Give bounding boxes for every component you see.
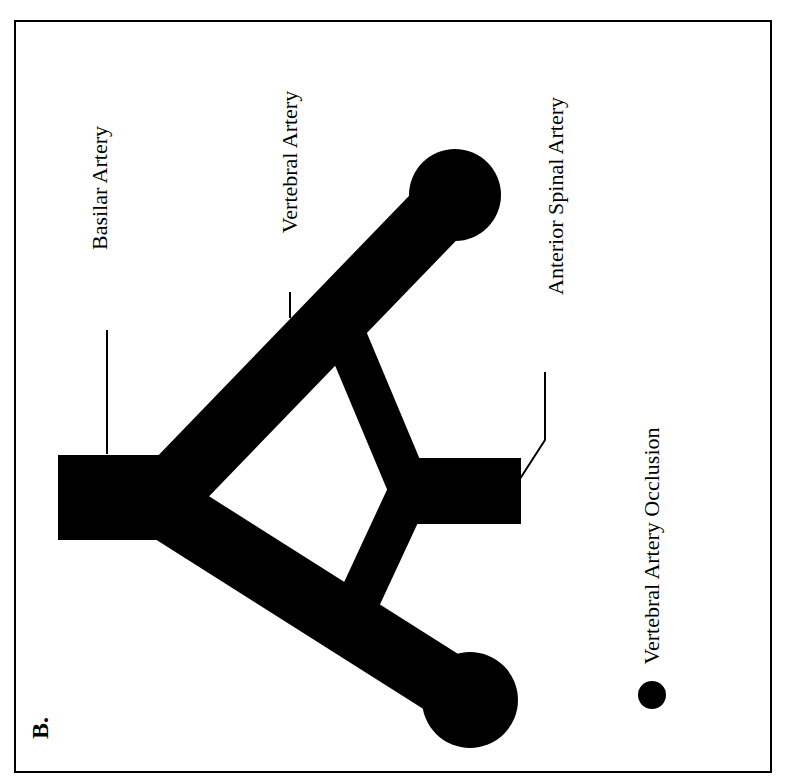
leader-line <box>289 292 291 318</box>
leader-line <box>516 372 545 485</box>
leader-line <box>106 330 108 454</box>
frame <box>15 21 771 772</box>
panel-letter: B. <box>27 717 53 739</box>
occlusion-dot <box>409 149 501 241</box>
part-label: Vertebral Artery <box>278 91 302 233</box>
legend-text: Vertebral Artery Occlusion <box>640 428 664 665</box>
vertebral-artery <box>170 510 470 700</box>
occlusion-dot <box>422 652 518 748</box>
anterior-spinal-artery <box>395 458 521 524</box>
legend-swatch <box>638 681 666 709</box>
part-label: Anterior Spinal Artery <box>544 97 568 295</box>
part-label: Basilar Artery <box>88 126 112 250</box>
vertebral-artery <box>170 195 455 490</box>
